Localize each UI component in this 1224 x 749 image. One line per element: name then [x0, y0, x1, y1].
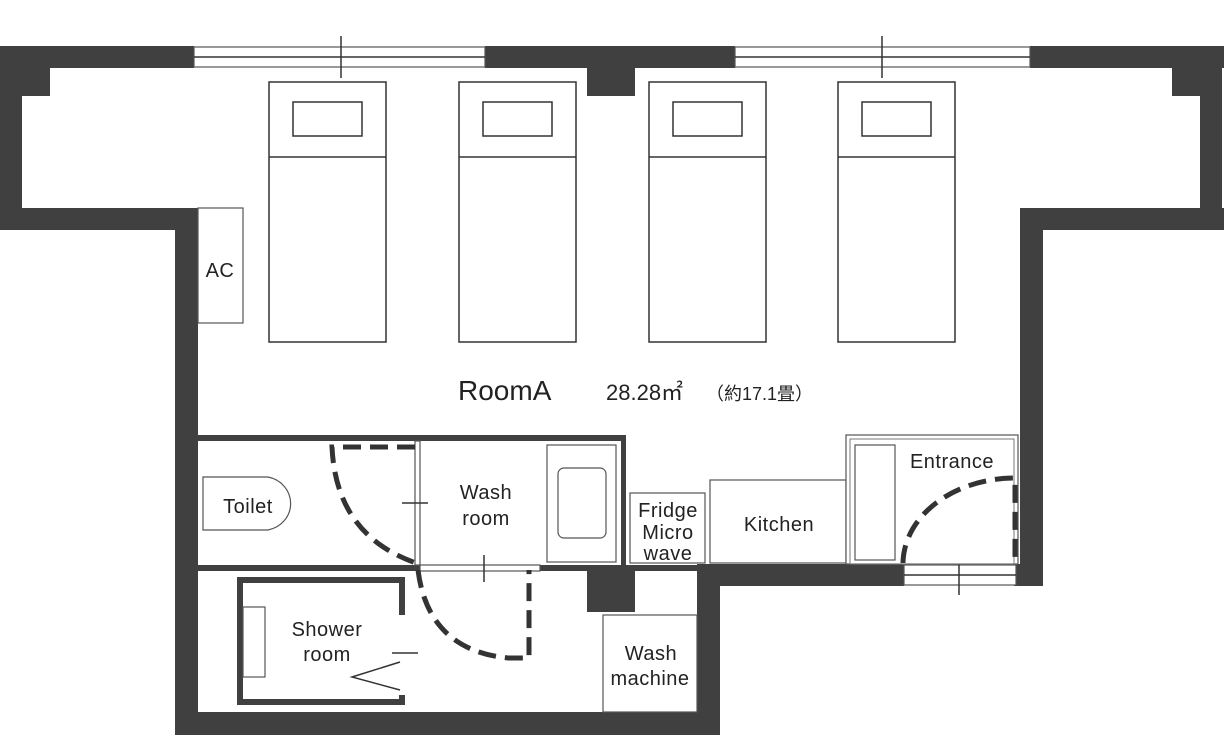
window-right	[734, 36, 1031, 78]
shower-area-door-swing	[415, 569, 532, 661]
fridge-label-line3: wave	[643, 543, 693, 565]
bed-1	[268, 81, 387, 343]
window-left	[193, 36, 486, 78]
wash-basin	[557, 467, 607, 539]
room-tatami: （約17.1畳）	[706, 384, 813, 404]
washroom-label-line1: Wash	[460, 482, 512, 504]
washroom-label-line2: room	[462, 508, 510, 530]
shower-label-line1: Shower	[292, 619, 363, 641]
fridge-label-line1: Fridge	[638, 500, 698, 522]
fridge-label-line2: Micro	[642, 522, 693, 544]
washroom-door-swing	[329, 444, 417, 566]
toilet-fixture	[202, 476, 292, 531]
kitchen-label: Kitchen	[744, 514, 814, 536]
bed-3	[648, 81, 767, 343]
wash-machine	[602, 614, 698, 713]
shoe-cabinet	[854, 444, 896, 561]
washmachine-label-line1: Wash	[625, 643, 677, 665]
room-name: RoomA	[458, 375, 552, 406]
kitchen-counter	[709, 479, 847, 564]
bed-2	[458, 81, 577, 343]
outer-walls	[0, 46, 1224, 735]
ac-unit	[197, 207, 244, 324]
interior-walls	[198, 435, 700, 612]
entrance-label: Entrance	[910, 451, 994, 473]
washmachine-label-line2: machine	[610, 668, 689, 690]
entrance-door-swing	[900, 475, 1018, 564]
shower-label-line2: room	[303, 644, 351, 666]
toilet-label: Toilet	[223, 496, 273, 518]
fridge-microwave	[629, 492, 706, 564]
shower-bench	[242, 606, 266, 678]
bed-4	[837, 81, 956, 343]
room-area: 28.28㎡	[606, 380, 683, 405]
shower-head	[349, 661, 401, 691]
ac-label: AC	[206, 260, 235, 282]
